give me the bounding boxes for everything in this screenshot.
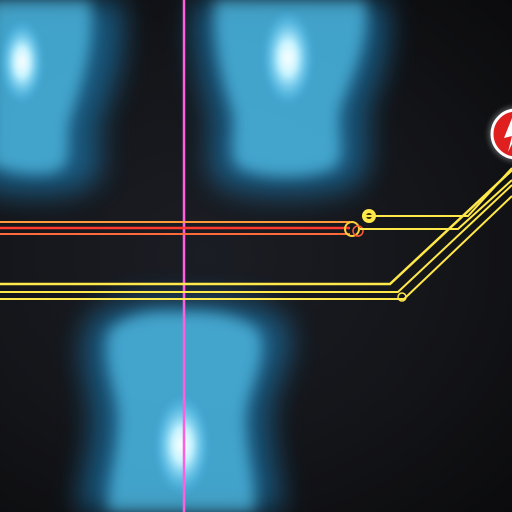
upper-yellow-lines (360, 167, 512, 230)
glow-blob-top-left (0, 0, 124, 195)
warning-icon[interactable] (488, 106, 512, 162)
glow-blob-top-center (193, 0, 389, 196)
lower-junction-node (397, 292, 407, 302)
horizontal-red-lines (0, 221, 350, 235)
lower-yellow-lines (0, 169, 512, 300)
junction-node-icon (344, 209, 376, 237)
